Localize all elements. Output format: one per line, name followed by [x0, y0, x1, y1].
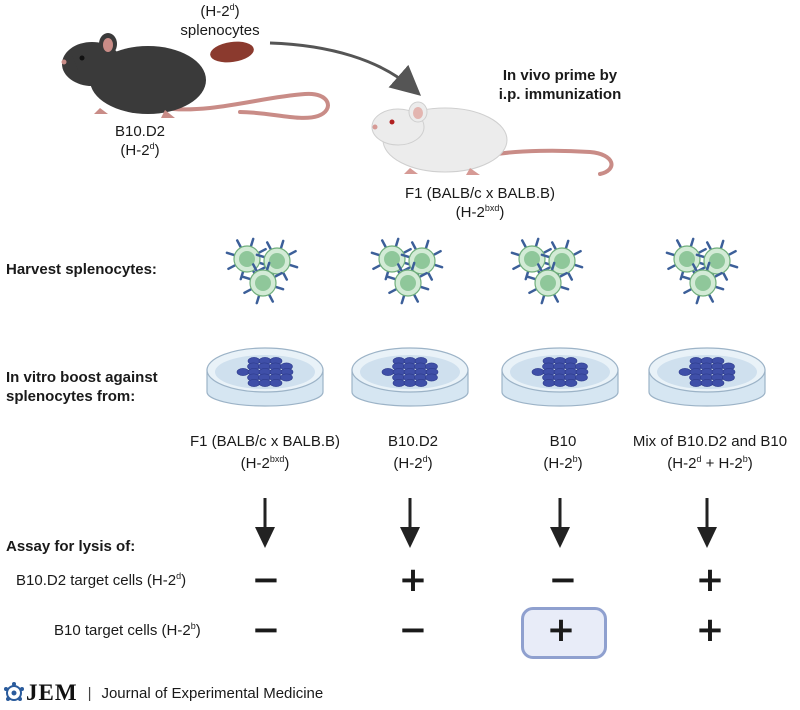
jem-logo-mark: [4, 682, 24, 701]
petri-dishes: [206, 347, 766, 407]
boost-step-line1: In vitro boost against: [6, 369, 158, 386]
assay-step-label: Assay for lysis of:: [6, 538, 136, 555]
splenocyte-cluster-icon: [225, 237, 299, 305]
petri-dish-icon: [206, 347, 324, 407]
result-col3-b10: +: [546, 610, 576, 650]
column-4-haplotype: (H-2d + H-2b): [667, 454, 753, 473]
prime-step-line1: In vivo prime by: [502, 67, 618, 84]
spleen-icon: [210, 41, 254, 63]
transfer-arrow: [269, 41, 422, 96]
down-arrow-icon: [697, 498, 717, 548]
splenocyte-cluster-icon: [370, 237, 444, 305]
petri-dish-icon: [648, 347, 766, 407]
result-col1-b10: −: [251, 610, 281, 650]
column-2-name: B10.D2: [387, 433, 439, 450]
footer-separator: |: [87, 684, 92, 702]
result-col2-b10: −: [398, 610, 428, 650]
recipient-mouse-icon: [371, 101, 614, 176]
donor-strain: B10.D2: [114, 123, 166, 140]
target-row-b10-label: B10 target cells (H-2b): [54, 621, 201, 640]
down-arrow-icon: [255, 498, 275, 548]
journal-name: Journal of Experimental Medicine: [101, 684, 324, 702]
harvest-step-label: Harvest splenocytes:: [6, 261, 157, 278]
highlighted-result-box: [521, 607, 607, 659]
donor-cells-label: splenocytes: [180, 22, 260, 39]
recipient-haplotype: (H-2bxd): [455, 203, 505, 222]
petri-dish-icon: [351, 347, 469, 407]
recipient-strain: F1 (BALB/c x BALB.B): [404, 185, 556, 202]
prime-step-line2: i.p. immunization: [498, 86, 622, 103]
boost-step-line2: splenocytes from:: [6, 388, 136, 405]
donor-mouse-icon: [61, 33, 330, 120]
column-4-name: Mix of B10.D2 and B10: [632, 433, 788, 450]
down-arrow-icon: [550, 498, 570, 548]
column-3-name: B10: [549, 433, 577, 450]
donor-haplotype-top: (H-2d): [200, 2, 240, 21]
result-col3-b10d2: −: [548, 560, 578, 600]
petri-dish-icon: [501, 347, 619, 407]
splenocyte-cluster-icon: [510, 237, 584, 305]
result-col4-b10d2: +: [695, 560, 725, 600]
journal-footer: JEM | Journal of Experimental Medicine: [26, 679, 323, 707]
result-col4-b10: +: [695, 610, 725, 650]
column-2-haplotype: (H-2d): [393, 454, 433, 473]
result-col1-b10d2: −: [251, 560, 281, 600]
column-3-haplotype: (H-2b): [543, 454, 583, 473]
splenocyte-cluster-icon: [665, 237, 739, 305]
column-1-haplotype: (H-2bxd): [240, 454, 290, 473]
result-col2-b10d2: +: [398, 560, 428, 600]
jem-logo-text: JEM: [26, 680, 78, 705]
donor-haplotype: (H-2d): [120, 141, 160, 160]
down-arrows: [255, 498, 717, 548]
column-1-name: F1 (BALB/c x BALB.B): [189, 433, 341, 450]
target-row-b10d2-label: B10.D2 target cells (H-2d): [16, 571, 187, 590]
down-arrow-icon: [400, 498, 420, 548]
splenocyte-clusters: [225, 237, 739, 305]
